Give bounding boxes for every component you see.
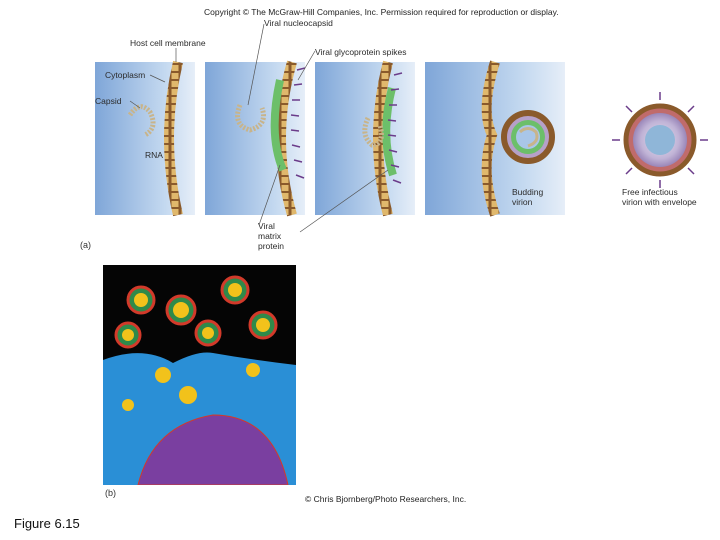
label-viral-matrix-2: matrix (258, 231, 282, 241)
photo-credit: © Chris Bjornberg/Photo Researchers, Inc… (305, 494, 467, 504)
stage-2 (205, 60, 306, 217)
label-rna: RNA (145, 150, 163, 160)
virus-budding-diagram (95, 23, 708, 233)
copyright-notice: Copyright © The McGraw-Hill Companies, I… (204, 7, 559, 17)
label-viral-glycoprotein-spikes: Viral glycoprotein spikes (315, 47, 407, 57)
label-host-cell-membrane: Host cell membrane (130, 38, 206, 48)
label-free-virion-2: virion with envelope (622, 197, 697, 207)
figure-caption: Figure 6.15 (14, 516, 80, 531)
stage-1 (95, 60, 195, 217)
label-viral-nucleocapsid: Viral nucleocapsid (264, 18, 333, 28)
label-viral-matrix-3: protein (258, 241, 284, 251)
label-cytoplasm: Cytoplasm (105, 70, 146, 80)
stage-5 (612, 92, 708, 188)
label-budding-virion-1: Budding (512, 187, 544, 197)
label-free-virion-1: Free infectious (622, 187, 678, 197)
electron-micrograph (103, 265, 296, 485)
panel-a-label: (a) (80, 240, 91, 250)
label-capsid: Capsid (95, 96, 122, 106)
stage-4 (425, 60, 565, 217)
stage-3 (315, 60, 415, 217)
label-viral-matrix-1: Viral (258, 221, 275, 231)
panel-b-label: (b) (105, 488, 116, 498)
label-budding-virion-2: virion (512, 197, 533, 207)
